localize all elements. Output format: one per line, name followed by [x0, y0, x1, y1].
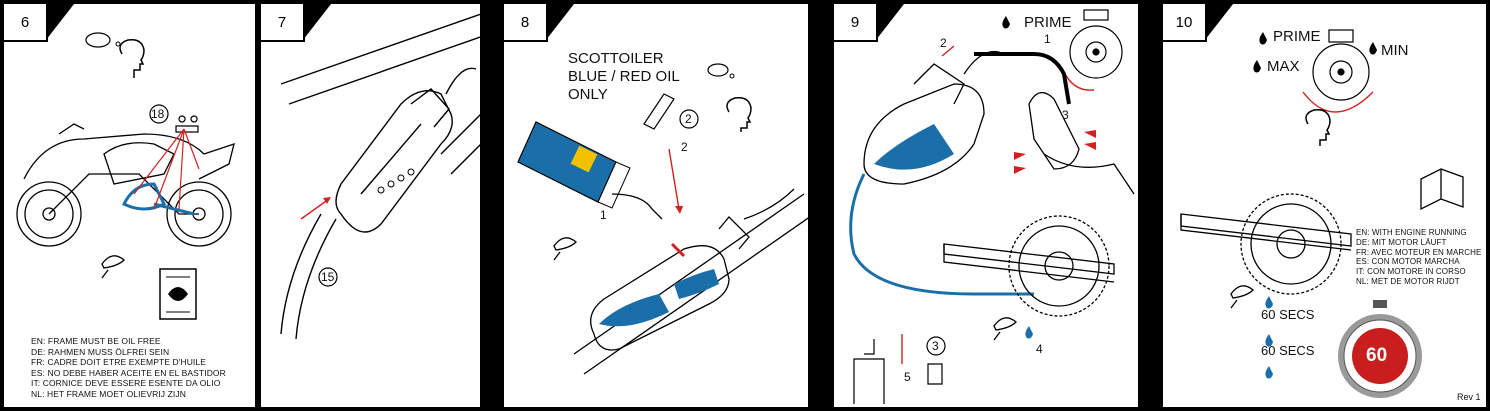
oil-title: SCOTTOILER BLUE / RED OIL ONLY [568, 50, 680, 104]
panel-7: 7 15 [261, 4, 480, 407]
head-icon [119, 38, 145, 78]
step-label: 2 [681, 140, 688, 154]
thought-bubble-icon [85, 32, 111, 48]
arrow-icon [941, 45, 955, 57]
min-label: MIN [1381, 42, 1409, 59]
motorcycle-icon [16, 123, 235, 247]
arrow-icon [668, 148, 680, 210]
callout-circle [149, 104, 169, 124]
step-number: 8 [504, 4, 548, 42]
sprocket-icon [1312, 29, 1370, 101]
oil-drop-icon [1025, 326, 1033, 339]
title-line: ONLY [568, 86, 608, 103]
step-label: 3 [1062, 108, 1069, 122]
warning-line: ES: NO DEBE HABER ACEITE EN EL BASTIDOR [31, 367, 226, 378]
eye-icon [553, 237, 577, 261]
step-number: 10 [1163, 4, 1207, 42]
reservoir-illustration [280, 4, 480, 340]
oil-drop-icon [1002, 16, 1010, 29]
prime-label: PRIME [1024, 14, 1072, 31]
warning-line: FR: CADRE DOIT ETRE EXEMPTE D'HUILE [31, 357, 206, 368]
thought-bubble-icon [707, 63, 729, 77]
priming-illustration [849, 4, 1135, 404]
step-label: 4 [1036, 342, 1043, 356]
panel-8: 8 SCOTTOILER BLUE / RED OIL [504, 4, 808, 407]
callout-circle [679, 109, 699, 129]
oil-bottle-icon [517, 121, 663, 220]
arrow-icon [300, 198, 330, 220]
callout-label: 18 [151, 107, 165, 121]
panel-10: 10 PRIME MIN MAX E [1163, 4, 1486, 407]
timer-value: 60 [1366, 345, 1388, 366]
reservoir-part-icon [853, 339, 885, 404]
max-label: MAX [1267, 58, 1300, 75]
timer-icon [1338, 300, 1422, 398]
running-line: NL: MET DE MOTOR RIJDT [1356, 276, 1460, 286]
eye-icon [101, 255, 125, 279]
running-line: IT: CON MOTORE IN CORSO [1356, 267, 1466, 277]
bracket-icon [175, 115, 199, 133]
warning-line: DE: RAHMEN MUSS ÖLFREI SEIN [31, 346, 170, 357]
head-icon [1305, 108, 1331, 146]
secs-label: 60 SECS [1261, 343, 1315, 358]
oil-drop-icon [1259, 32, 1267, 45]
callout-label: 3 [932, 339, 939, 353]
warning-line: NL: HET FRAME MOET OLIEVRIJ ZIJN [31, 388, 186, 399]
panel-6: 6 18 [4, 4, 255, 407]
oil-drop-icon [1265, 334, 1273, 347]
warning-line: EN: FRAME MUST BE OIL FREE [31, 336, 161, 346]
callout-circle [318, 267, 338, 287]
nozzle-icon [643, 93, 675, 130]
running-line: ES: CON MOTOR MARCHA [1356, 257, 1460, 267]
sprocket-icon [1069, 9, 1123, 79]
rotate-arrow-icon [1302, 91, 1374, 113]
fitting-icon [927, 363, 943, 385]
callout-circle [926, 336, 946, 356]
running-illustration [1180, 4, 1464, 398]
hand-pump-icon [1028, 92, 1080, 170]
eye-icon [1230, 285, 1254, 309]
step-label: 1 [600, 208, 607, 222]
engine-running-text: EN: WITH ENGINE RUNNING DE: MIT MOTOR LÄ… [1356, 228, 1481, 287]
panel-9: 9 [834, 4, 1138, 407]
filling-illustration [517, 4, 808, 375]
oil-drop-icon [1369, 42, 1377, 55]
oil-drop-icon [1265, 366, 1273, 379]
title-line: SCOTTOILER [568, 50, 664, 67]
callout-label: 15 [321, 270, 335, 284]
warning-line: IT: CORNICE DEVE ESSERE ESENTE DA OLIO [31, 378, 221, 389]
oil-drop-icon [1253, 60, 1261, 73]
rotate-arrow-icon [1063, 71, 1095, 91]
head-icon [726, 96, 752, 132]
step-label: 2 [940, 36, 947, 50]
callout-label: 2 [685, 112, 692, 126]
oil-drop-icon [1265, 296, 1273, 309]
running-line: DE: MIT MOTOR LÄUFT [1356, 237, 1447, 247]
secs-label: 60 SECS [1261, 307, 1315, 322]
step-label: 1 [1044, 32, 1051, 46]
manual-icon [1420, 167, 1464, 211]
revision-label: Rev 1 [1457, 392, 1481, 402]
motorcycle-illustration [16, 4, 235, 320]
title-line: BLUE / RED OIL [568, 68, 680, 85]
oil-free-warning: EN: FRAME MUST BE OIL FREE DE: RAHMEN MU… [31, 336, 226, 400]
eye-icon [993, 317, 1017, 341]
running-line: EN: WITH ENGINE RUNNING [1356, 228, 1467, 237]
prime-label: PRIME [1273, 28, 1321, 45]
step-label: 5 [904, 370, 911, 384]
running-line: FR: AVEC MOTEUR EN MARCHE [1356, 247, 1482, 257]
